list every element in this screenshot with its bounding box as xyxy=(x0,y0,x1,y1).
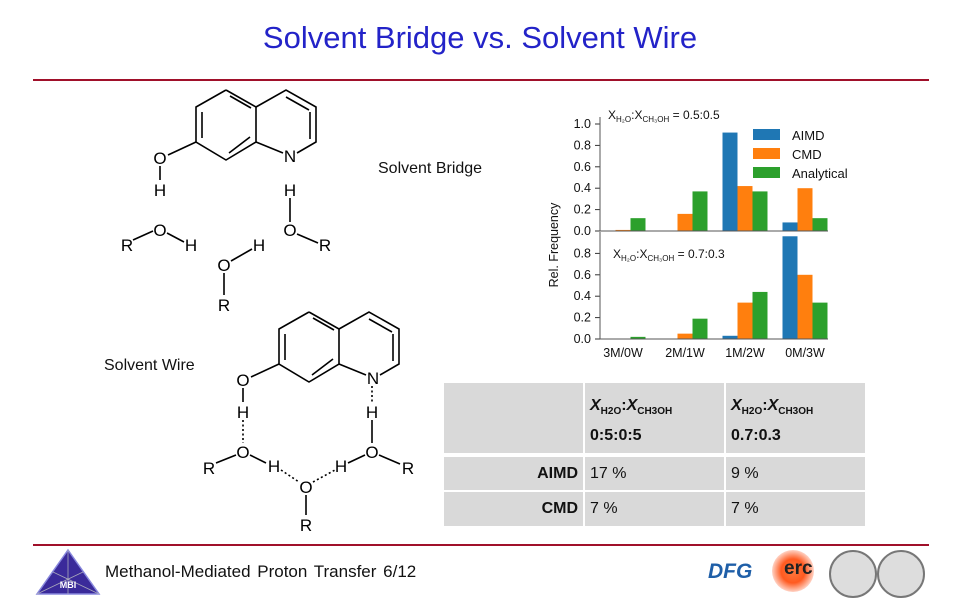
atom-o: O xyxy=(236,371,249,390)
bar-analytical xyxy=(630,336,646,339)
table-corner xyxy=(444,383,583,453)
atom-o: O xyxy=(153,221,166,240)
footer-divider xyxy=(33,544,929,546)
university-seal-1 xyxy=(829,550,877,598)
ratio-col1: 0:5:0:5 xyxy=(590,427,642,445)
dfg-logo: DFG xyxy=(708,560,753,583)
legend-swatch-analytical xyxy=(753,167,780,178)
atom-o: O xyxy=(299,478,312,497)
bar-cmd xyxy=(677,213,693,231)
bar-analytical xyxy=(692,318,708,339)
panel-title: XH₂O:XCH₃OH = 0.7:0.3 xyxy=(613,247,725,263)
solvent-wire-label: Solvent Wire xyxy=(104,357,195,374)
bar-cmd xyxy=(615,229,631,231)
atom-h: H xyxy=(284,181,296,200)
svg-text:MBI: MBI xyxy=(60,580,77,590)
y-tick-label: 0.8 xyxy=(574,246,591,260)
panel-title: XH₂O:XCH₃OH = 0.5:0.5 xyxy=(608,108,720,124)
atom-n: N xyxy=(367,369,379,388)
legend-swatch-cmd xyxy=(753,148,780,159)
ratio-col2: 0.7:0.3 xyxy=(731,427,781,445)
atom-h: H xyxy=(335,457,347,476)
y-tick-label: 0.4 xyxy=(574,289,591,303)
legend-label: CMD xyxy=(792,147,822,162)
x-tick-label: 0M/3W xyxy=(785,346,825,360)
bar-cmd xyxy=(677,333,693,339)
x-tick-label: 3M/0W xyxy=(603,346,643,360)
slide-title: Solvent Bridge vs. Solvent Wire xyxy=(262,20,698,55)
hydrogen-bonds xyxy=(242,386,373,483)
atom-r: R xyxy=(121,236,133,255)
row-label-aimd: AIMD xyxy=(444,457,583,490)
legend-label: AIMD xyxy=(792,128,825,143)
y-tick-label: 0.6 xyxy=(574,268,591,282)
atom-o: O xyxy=(283,221,296,240)
y-tick-label: 0.0 xyxy=(574,332,591,346)
cell-cmd-col2: 7 % xyxy=(726,492,865,526)
quinoline-bridge xyxy=(159,89,317,180)
x-tick-label: 1M/2W xyxy=(725,346,765,360)
bar-aimd xyxy=(722,132,738,231)
atom-o: O xyxy=(153,149,166,168)
atom-r: R xyxy=(402,459,414,478)
y-tick-label: 0.8 xyxy=(574,138,591,152)
y-tick-label: 0.0 xyxy=(574,224,591,238)
mbi-logo: MBI xyxy=(35,548,101,595)
atom-r: R xyxy=(300,516,312,535)
atom-o: O xyxy=(217,256,230,275)
atom-h: H xyxy=(366,403,378,422)
bar-aimd xyxy=(722,335,738,339)
legend-swatch-aimd xyxy=(753,129,780,140)
university-seal-2 xyxy=(877,550,925,598)
footer-text: Methanol-Mediated Proton Transfer 6/12 xyxy=(105,562,417,581)
atom-r: R xyxy=(218,296,230,315)
solvent-bridge-label: Solvent Bridge xyxy=(378,160,483,177)
bar-cmd xyxy=(797,188,813,231)
x-tick-label: 2M/1W xyxy=(665,346,705,360)
bar-analytical xyxy=(812,302,828,339)
table-header-col2: XH2O:XCH3OH 0.7:0.3 xyxy=(726,383,865,453)
legend-label: Analytical xyxy=(792,166,848,181)
bonds xyxy=(132,198,401,515)
y-tick-label: 0.6 xyxy=(574,160,591,174)
atom-n: N xyxy=(284,147,296,166)
bar-cmd xyxy=(737,302,753,339)
atom-h: H xyxy=(268,457,280,476)
bar-analytical xyxy=(752,291,768,339)
y-tick-label: 0.2 xyxy=(574,311,591,325)
atom-h: H xyxy=(154,181,166,200)
bar-aimd xyxy=(782,236,798,339)
cell-aimd-col2: 9 % xyxy=(726,457,865,490)
quinoline-wire xyxy=(242,311,400,402)
atom-h: H xyxy=(253,236,265,255)
cell-cmd-col1: 7 % xyxy=(585,492,724,526)
bar-analytical xyxy=(752,191,768,231)
table-header-col1: XH2O:XCH3OH 0:5:0:5 xyxy=(585,383,724,453)
atom-o: O xyxy=(236,443,249,462)
frequency-bar-chart: XH₂O:XCH₃OH = 0.5:0.5 0.0 0.2 0.4 0.6 0.8 1.0X… xyxy=(547,108,848,360)
title-divider xyxy=(33,79,929,81)
bar-cmd xyxy=(737,186,753,231)
atom-h: H xyxy=(185,236,197,255)
atom-o: O xyxy=(365,443,378,462)
atom-h: H xyxy=(237,403,249,422)
y-tick-label: 1.0 xyxy=(574,117,591,131)
bar-cmd xyxy=(797,274,813,339)
atom-r: R xyxy=(203,459,215,478)
bar-analytical xyxy=(812,218,828,231)
atom-r: R xyxy=(319,236,331,255)
chemical-structures: N O H R O H H O R O H R N O H H O R H O … xyxy=(121,89,414,535)
cell-aimd-col1: 17 % xyxy=(585,457,724,490)
y-axis-label: Rel. Frequency xyxy=(547,202,561,288)
y-tick-label: 0.4 xyxy=(574,181,591,195)
y-tick-label: 0.2 xyxy=(574,203,591,217)
proton-transfer-table: XH2O:XCH3OH 0:5:0:5 XH2O:XCH3OH 0.7:0.3 … xyxy=(444,383,865,526)
bar-analytical xyxy=(692,191,708,231)
erc-logo: erc xyxy=(772,550,814,592)
bar-aimd xyxy=(782,222,798,231)
bar-analytical xyxy=(630,218,646,231)
row-label-cmd: CMD xyxy=(444,492,583,526)
